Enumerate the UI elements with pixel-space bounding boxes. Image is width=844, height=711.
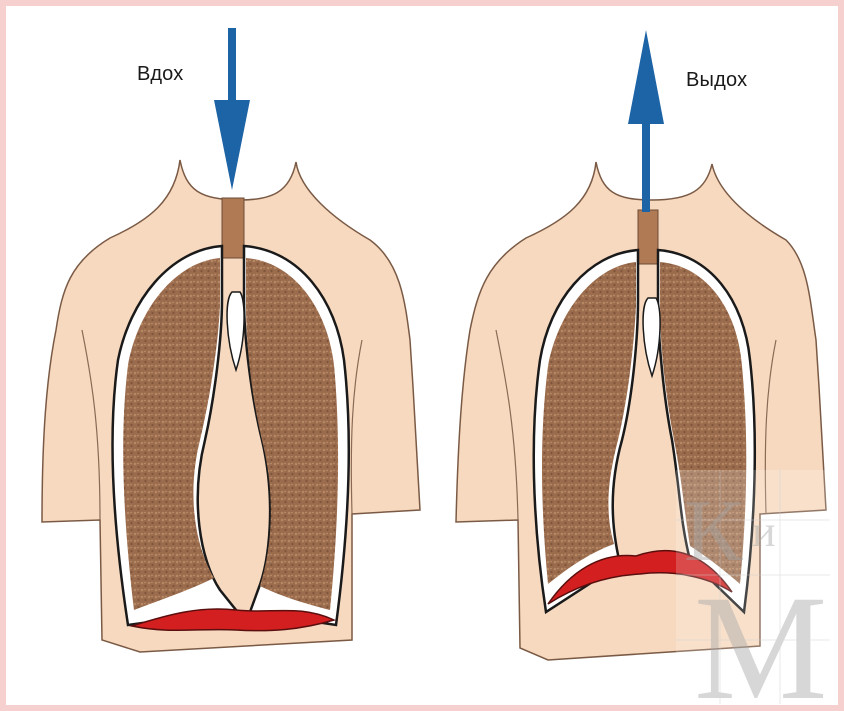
watermark-letter-bottom: М [694, 565, 827, 711]
watermark-letter-middle: и [752, 507, 776, 556]
watermark-logo: К и М [676, 470, 830, 711]
arrow-up-icon [628, 30, 664, 212]
inhale-label: Вдох [137, 63, 183, 86]
exhale-label: Выдох [686, 69, 747, 92]
trachea-exhale [638, 210, 658, 264]
arrow-down-icon [214, 28, 250, 190]
torso-inhale [42, 28, 420, 652]
trachea-inhale [222, 198, 244, 258]
